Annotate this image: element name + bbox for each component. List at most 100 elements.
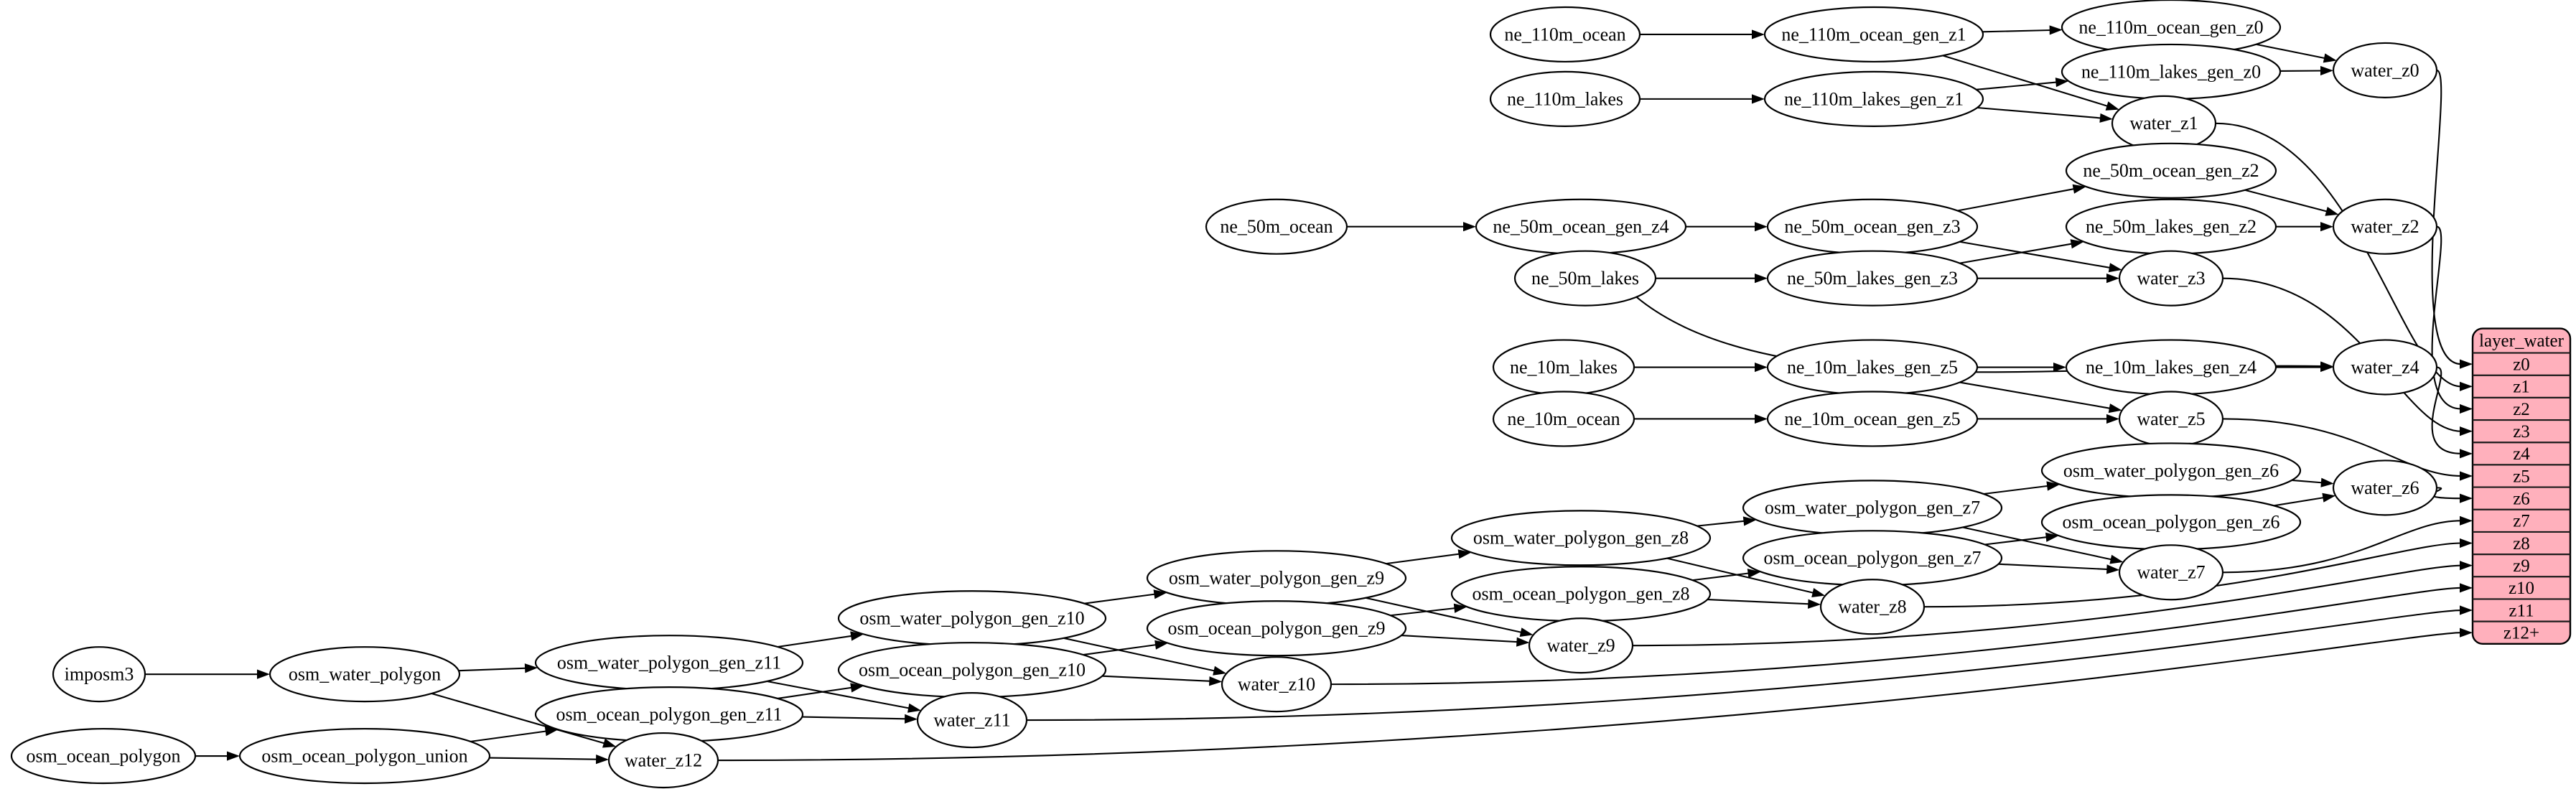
node-label-ne_50m_ocean_gen_z4: ne_50m_ocean_gen_z4 [1493,216,1669,237]
node-osm_ocean_polygon_gen_z11: osm_ocean_polygon_gen_z11 [534,686,804,743]
node-ne_50m_ocean: ne_50m_ocean [1205,198,1348,255]
arrow-head-icon [2320,65,2333,76]
edge-osm_ocean_polygon_gen_z8-osm_ocean_polygon_gen_z7 [1692,569,1761,582]
edge-osm_water_polygon_gen_z6-water_z6 [2292,477,2334,487]
arrow-head-icon [1752,29,1765,39]
edge-ne_10m_ocean_gen_z5-water_z5 [1977,414,2119,424]
arrow-head-icon [2320,222,2333,232]
edge-water_z8-table-z8 [1923,538,2473,608]
edge-osm_ocean_polygon-osm_ocean_polygon_union [195,751,240,761]
node-water_z8: water_z8 [1819,579,1926,635]
edge-water_z0-table-z0 [2431,69,2473,369]
arrow-head-icon [1755,362,1768,373]
node-osm_ocean_polygon: osm_ocean_polygon [10,727,197,785]
arrow-head-icon [2460,449,2473,459]
arrow-head-icon [1811,588,1826,598]
node-label-osm_water_polygon: osm_water_polygon [289,664,441,685]
edge-osm_ocean_polygon_union-water_z12 [489,755,609,765]
node-label-water_z2: water_z2 [2351,216,2419,237]
node-ne_10m_lakes: ne_10m_lakes [1492,339,1635,396]
node-osm_water_polygon_gen_z8: osm_water_polygon_gen_z8 [1450,510,1712,566]
node-water_z11: water_z11 [916,692,1028,749]
node-label-osm_ocean_polygon_gen_z10: osm_ocean_polygon_gen_z10 [859,660,1086,681]
node-label-ne_110m_lakes_gen_z0: ne_110m_lakes_gen_z0 [2081,61,2261,82]
arrow-head-icon [596,755,609,765]
arrow-head-icon [2460,538,2473,548]
node-osm_ocean_polygon_gen_z8: osm_ocean_polygon_gen_z8 [1450,566,1712,622]
arrow-head-icon [1463,222,1476,232]
layer-water-row-z4: z4 [2513,444,2530,464]
arrow-head-icon [1808,599,1821,609]
edge-osm_ocean_polygon_gen_z9-osm_ocean_polygon_gen_z8 [1390,603,1467,617]
node-label-ne_10m_ocean_gen_z5: ne_10m_ocean_gen_z5 [1784,408,1960,429]
arrow-head-icon [1453,603,1467,613]
node-label-osm_water_polygon_gen_z11: osm_water_polygon_gen_z11 [557,653,781,673]
arrow-head-icon [1213,666,1227,676]
node-osm_water_polygon_gen_z6: osm_water_polygon_gen_z6 [2040,442,2302,499]
node-label-water_z0: water_z0 [2351,60,2419,80]
edge-ne_50m_ocean_gen_z3-water_z3 [1959,241,2122,273]
arrow-head-icon [1755,222,1768,232]
node-label-ne_50m_ocean_gen_z2: ne_50m_ocean_gen_z2 [2083,160,2259,181]
edge-osm_water_polygon_gen_z9-osm_water_polygon_gen_z8 [1386,549,1472,565]
node-osm_ocean_polygon_gen_z9: osm_ocean_polygon_gen_z9 [1146,600,1407,657]
node-ne_110m_lakes: ne_110m_lakes [1489,70,1641,127]
arrow-head-icon [2099,113,2113,123]
edge-ne_50m_lakes-ne_50m_lakes_gen_z3 [1656,274,1768,284]
arrow-head-icon [905,714,918,724]
arrow-head-icon [2109,554,2124,564]
node-label-osm_ocean_polygon_gen_z11: osm_ocean_polygon_gen_z11 [556,704,782,724]
layer-water-row-z6: z6 [2513,490,2530,509]
arrow-head-icon [2072,184,2086,194]
arrow-head-icon [2108,403,2122,414]
edge-ne_10m_lakes-ne_10m_lakes_gen_z5 [1634,362,1768,373]
edge-osm_water_polygon_gen_z11-water_z11 [767,680,921,713]
layer-water-row-z0: z0 [2513,355,2530,375]
node-ne_110m_ocean_gen_z1: ne_110m_ocean_gen_z1 [1763,6,1984,63]
arrow-head-icon [2108,263,2122,273]
node-label-ne_50m_lakes_gen_z3: ne_50m_lakes_gen_z3 [1787,268,1958,289]
edge-osm_ocean_polygon_gen_z10-osm_ocean_polygon_gen_z9 [1083,640,1168,656]
edge-ne_50m_lakes_gen_z3-ne_50m_lakes_gen_z2 [1959,239,2084,264]
arrow-head-icon [2049,25,2063,35]
edge-water_z4-table-z4 [2431,366,2473,459]
node-water_z0: water_z0 [2332,42,2438,98]
layer-water-row-z8: z8 [2513,534,2530,554]
node-label-imposm3: imposm3 [65,664,134,685]
edge-ne_10m_lakes_gen_z5-water_z5 [1959,381,2122,414]
edge-ne_110m_ocean_gen_z1-water_z1 [1942,55,2119,111]
node-label-ne_10m_lakes: ne_10m_lakes [1510,357,1618,378]
arrow-head-icon [2106,274,2119,284]
layer-water-row-z11: z11 [2509,601,2534,620]
arrow-head-icon [2460,381,2473,391]
edge-ne_50m_ocean_gen_z4-ne_50m_ocean_gen_z3 [1686,222,1768,232]
arrow-head-icon [2460,359,2473,369]
node-label-ne_110m_ocean_gen_z0: ne_110m_ocean_gen_z0 [2078,17,2263,37]
arrow-head-icon [227,751,240,761]
node-water_z3: water_z3 [2118,250,2224,307]
node-label-water_z3: water_z3 [2137,268,2205,289]
edge-osm_water_polygon_gen_z7-water_z7 [1962,526,2124,564]
arrow-head-icon [2460,515,2473,526]
arrow-head-icon [602,738,617,748]
arrow-head-icon [2460,583,2473,593]
edge-osm_ocean_polygon_union-osm_ocean_polygon_gen_z11 [470,727,559,742]
edge-osm_ocean_polygon_gen_z7-osm_ocean_polygon_gen_z6 [1984,532,2059,546]
arrow-head-icon [2053,362,2066,373]
edge-ne_50m_lakes_gen_z3-water_z3 [1977,274,2119,284]
arrow-head-icon [2460,493,2473,503]
node-label-water_z5: water_z5 [2137,408,2205,429]
edge-osm_water_polygon_gen_z9-water_z9 [1365,597,1534,637]
node-label-ne_50m_lakes_gen_z2: ne_50m_lakes_gen_z2 [2086,216,2257,237]
arrow-head-icon [2460,561,2473,571]
arrow-head-icon [2460,605,2473,615]
node-label-osm_water_polygon_gen_z10: osm_water_polygon_gen_z10 [859,608,1084,629]
arrow-head-icon [2045,532,2059,542]
edge-osm_ocean_polygon_gen_z6-water_z6 [2273,492,2336,507]
edge-ne_50m_ocean_gen_z2-water_z2 [2244,189,2339,216]
arrow-head-icon [1752,94,1765,104]
edge-water_z2-table-z2 [2431,225,2473,414]
node-label-water_z6: water_z6 [2351,477,2419,498]
